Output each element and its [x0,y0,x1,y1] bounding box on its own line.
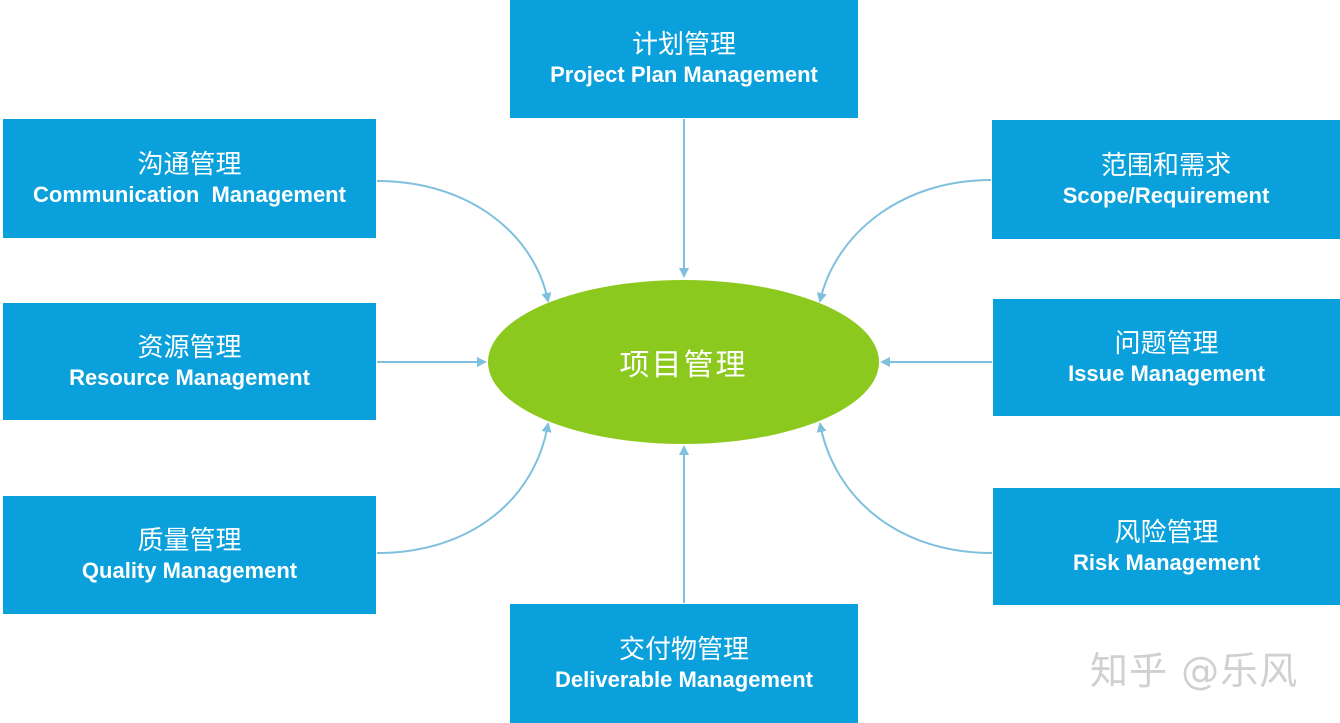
center-node-label: 项目管理 [619,348,748,383]
node-resource-en: Resource Management [69,364,310,390]
node-plan-en: Project Plan Management [550,62,818,87]
arrow-communication [376,180,552,303]
node-communication-en: Communication Management [33,181,346,207]
node-deliverable-cn: 交付物管理 [618,634,749,665]
node-issue-en: Issue Management [1068,360,1265,386]
arrow-quality [376,422,552,554]
node-communication: 沟通管理 Communication Management [3,119,376,238]
arrow-risk [816,422,993,554]
node-resource-cn: 资源管理 [137,332,242,363]
node-quality-cn: 质量管理 [137,526,242,556]
center-node: 项目管理 [488,280,879,444]
arrow-scope [816,179,992,303]
node-resource: 资源管理 Resource Management [3,303,376,420]
node-scope-en: Scope/Requirement [1062,182,1270,208]
node-scope-cn: 范围和需求 [1100,150,1231,181]
node-deliverable-en: Deliverable Management [555,666,813,692]
node-quality-en: Quality Management [81,558,298,583]
node-issue-cn: 问题管理 [1114,328,1219,359]
node-risk-en: Risk Management [1072,549,1261,575]
node-risk: 风险管理 Risk Management [993,488,1340,605]
node-risk-cn: 风险管理 [1114,517,1219,548]
node-plan-cn: 计划管理 [631,30,736,60]
node-plan: 计划管理 Project Plan Management [510,0,858,118]
node-issue: 问题管理 Issue Management [993,299,1340,416]
node-deliverable: 交付物管理 Deliverable Management [510,604,858,723]
node-communication-cn: 沟通管理 [137,149,242,180]
watermark: 知乎 @乐风 [1090,649,1299,693]
node-quality: 质量管理 Quality Management [3,496,376,614]
node-scope: 范围和需求 Scope/Requirement [992,120,1340,239]
